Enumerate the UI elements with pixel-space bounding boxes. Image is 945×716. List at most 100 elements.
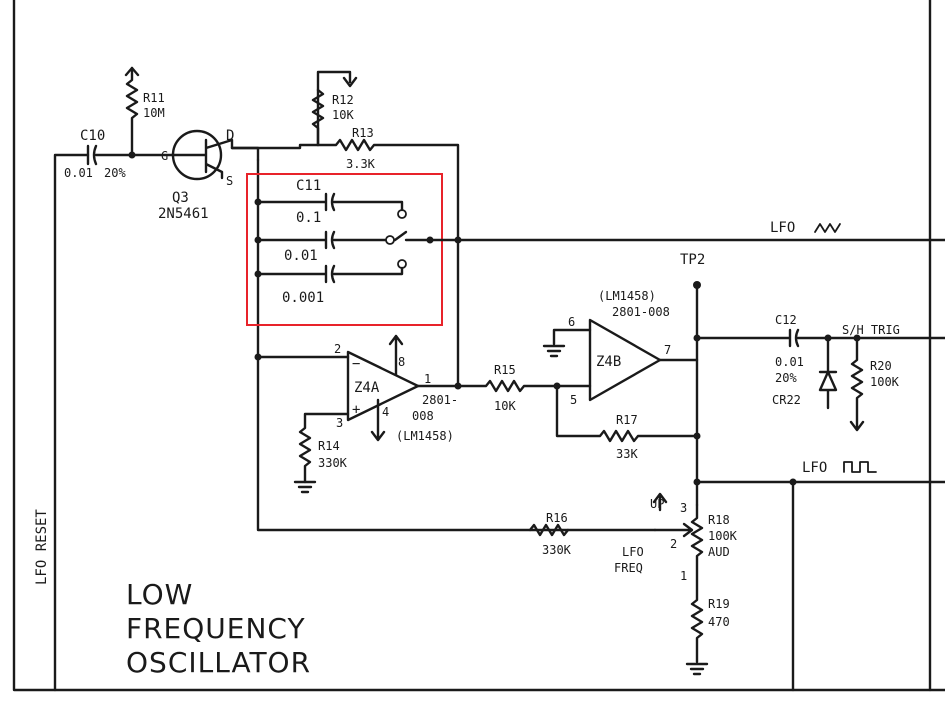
cr22-ref: CR22: [772, 393, 801, 407]
cr22-diode: [818, 336, 838, 410]
r18-pin2: 2: [670, 537, 677, 551]
r15-resistor: [456, 379, 592, 393]
r11-ref: R11: [143, 91, 165, 105]
switch-wiper: [393, 230, 432, 242]
c11-0.01: [256, 230, 387, 250]
r11-resistor: [125, 66, 139, 157]
q3-pin-d: D: [226, 128, 234, 144]
lfo-tri-label: LFO: [770, 220, 795, 236]
c12-value: 0.01: [775, 355, 804, 369]
z4a-part1: 2801-: [422, 393, 458, 407]
r12-resistor: [311, 88, 325, 147]
z4b-ground: [542, 328, 592, 358]
z4a-ref: Z4A: [354, 380, 380, 396]
r14-ref: R14: [318, 439, 340, 453]
lfo-freq-label-2: FREQ: [614, 561, 643, 575]
r18-wiper: [653, 522, 694, 538]
q3-pin-g: G: [161, 149, 168, 163]
c12-ref: C12: [775, 313, 797, 327]
c10-value: 0.01: [64, 166, 93, 180]
z4b-pin5: 5: [570, 393, 577, 407]
r15-ref: R15: [494, 363, 516, 377]
lfo-square-label: LFO: [802, 460, 827, 476]
c12-tolerance: 20%: [775, 371, 797, 385]
side-label: LFO RESET: [34, 509, 50, 585]
junction: [128, 151, 136, 159]
z4b-pin7: 7: [664, 343, 671, 357]
r20-resistor: [849, 336, 865, 432]
z4b-opamp: [588, 318, 662, 402]
r19-ref: R19: [708, 597, 730, 611]
c11-value-3: 0.001: [282, 290, 324, 306]
r16-resistor: [528, 523, 570, 537]
q3-ref: Q3: [172, 190, 189, 206]
c11-value-2: 0.01: [284, 248, 318, 264]
q3-pin-s: S: [226, 174, 233, 188]
r13-resistor: [316, 138, 460, 387]
z4a-pin8: 8: [398, 355, 405, 369]
r18-r19-chain: [690, 503, 704, 664]
title-line-2: FREQUENCY: [126, 612, 306, 645]
r17-resistor: [555, 384, 699, 443]
junction: [254, 270, 262, 278]
junction: [254, 198, 262, 206]
r18-taper: AUD: [708, 545, 730, 559]
r16-value: 330K: [542, 543, 572, 557]
q3-leads: [170, 138, 234, 180]
r13-value: 3.3K: [346, 157, 376, 171]
junction: [254, 236, 262, 244]
lfo-reset-wire: [53, 153, 90, 692]
square-wave-icon: [843, 461, 877, 473]
up-label: UP: [650, 497, 664, 511]
r18-pin1: 1: [680, 569, 687, 583]
c10-ref: C10: [80, 128, 105, 144]
z4a-plus: +: [352, 402, 360, 418]
r15-value: 10K: [494, 399, 516, 413]
ground-icon: [293, 480, 317, 494]
r17-value: 33K: [616, 447, 638, 461]
tp2-label: TP2: [680, 252, 705, 268]
sh-trig-label: S/H TRIG: [842, 323, 900, 337]
z4a-minus: −: [352, 356, 360, 372]
switch-contact: [397, 209, 407, 219]
r18-value: 100K: [708, 529, 738, 543]
switch-contact: [385, 235, 395, 245]
up-arrow-icon: [652, 492, 668, 512]
r13-ref: R13: [352, 126, 374, 140]
c12-capacitor: [695, 328, 945, 348]
z4b-part1: (LM1458): [598, 289, 656, 303]
q3-drain-wire: [230, 146, 260, 162]
highlight-box: [246, 173, 443, 326]
z4a-vplus: [388, 334, 404, 377]
r20-ref: R20: [870, 359, 892, 373]
z4a-vminus: [370, 398, 386, 442]
frame-border: [12, 0, 945, 692]
r20-value: 100K: [870, 375, 900, 389]
r11-value: 10M: [143, 106, 165, 120]
z4a-pin1: 1: [424, 372, 431, 386]
r16-ref: R16: [546, 511, 568, 525]
z4b-part2: 2801-008: [612, 305, 670, 319]
ground-icon: [685, 662, 709, 676]
z4b-pin6: 6: [568, 315, 575, 329]
r14-value: 330K: [318, 456, 348, 470]
c11-0.1: [256, 192, 404, 212]
z4a-part3: (LM1458): [396, 429, 454, 443]
r14-resistor: [298, 412, 350, 484]
junction: [254, 353, 262, 361]
z4b-ref: Z4B: [596, 354, 621, 370]
switch-contact: [397, 259, 407, 269]
r12-ref: R12: [332, 93, 354, 107]
lfo-freq-label-1: LFO: [622, 545, 644, 559]
c10-symbol: [86, 144, 98, 166]
z4a-pin3: 3: [336, 416, 343, 430]
r19-value: 470: [708, 615, 730, 629]
z4a-opamp: [346, 350, 420, 422]
z4a-pin2: 2: [334, 342, 341, 356]
z4a-pin4: 4: [382, 405, 389, 419]
c10-tolerance: 20%: [104, 166, 126, 180]
c11-ref: C11: [296, 178, 321, 194]
c11-0.001: [256, 264, 404, 284]
z4a-part2: 008: [412, 409, 434, 423]
